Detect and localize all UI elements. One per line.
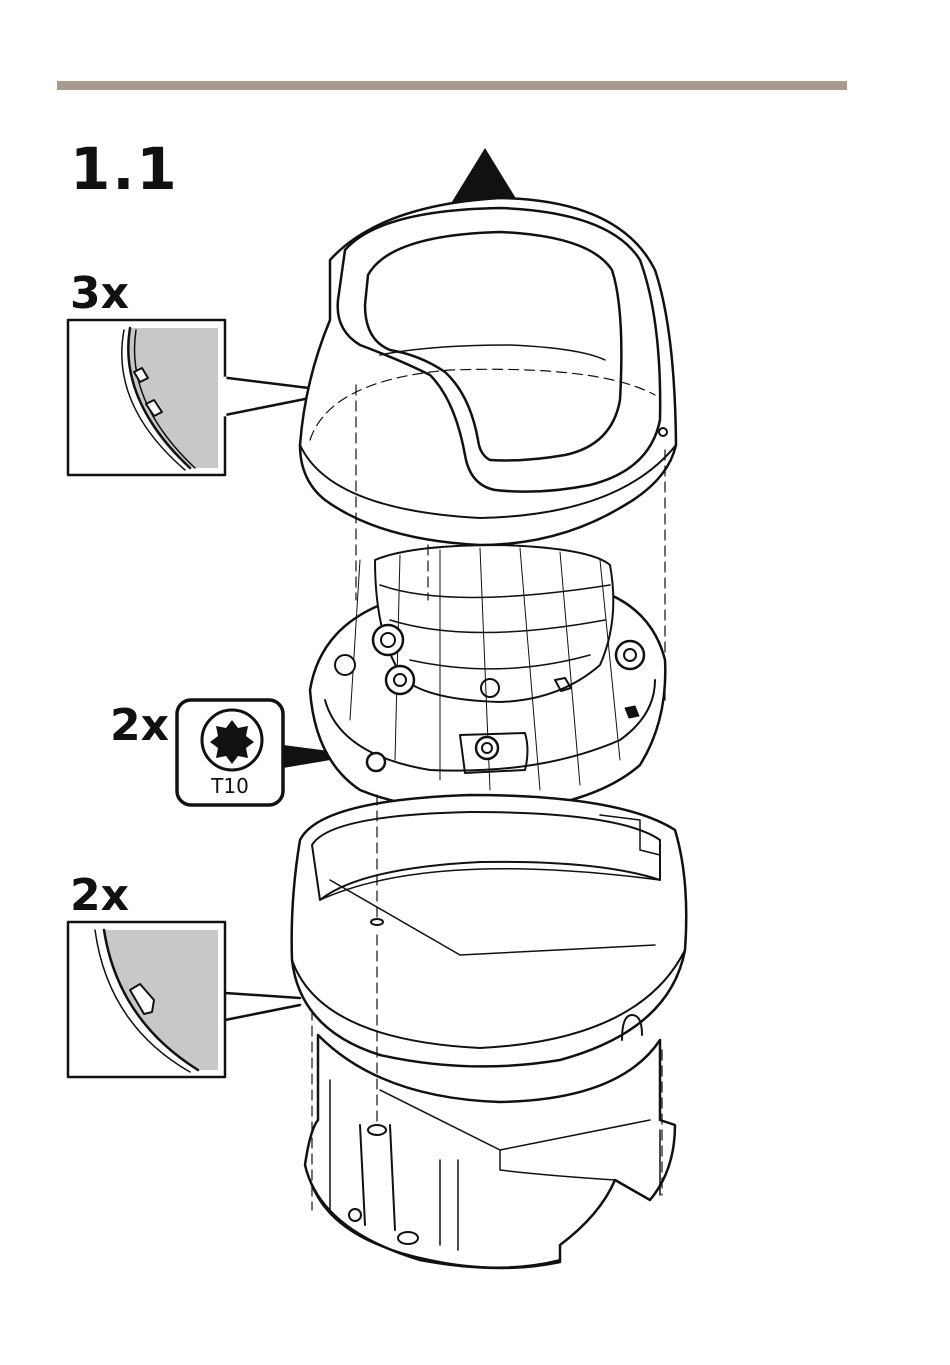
mounting-base [305,1035,675,1268]
housing-ring [292,795,687,1066]
torx-bit-icon [210,720,254,764]
detail-box-bottom [68,922,300,1077]
detail-box-top [68,320,325,475]
camera-module [310,545,665,818]
torx-size-label: T10 [180,776,280,796]
top-cover [300,198,676,545]
